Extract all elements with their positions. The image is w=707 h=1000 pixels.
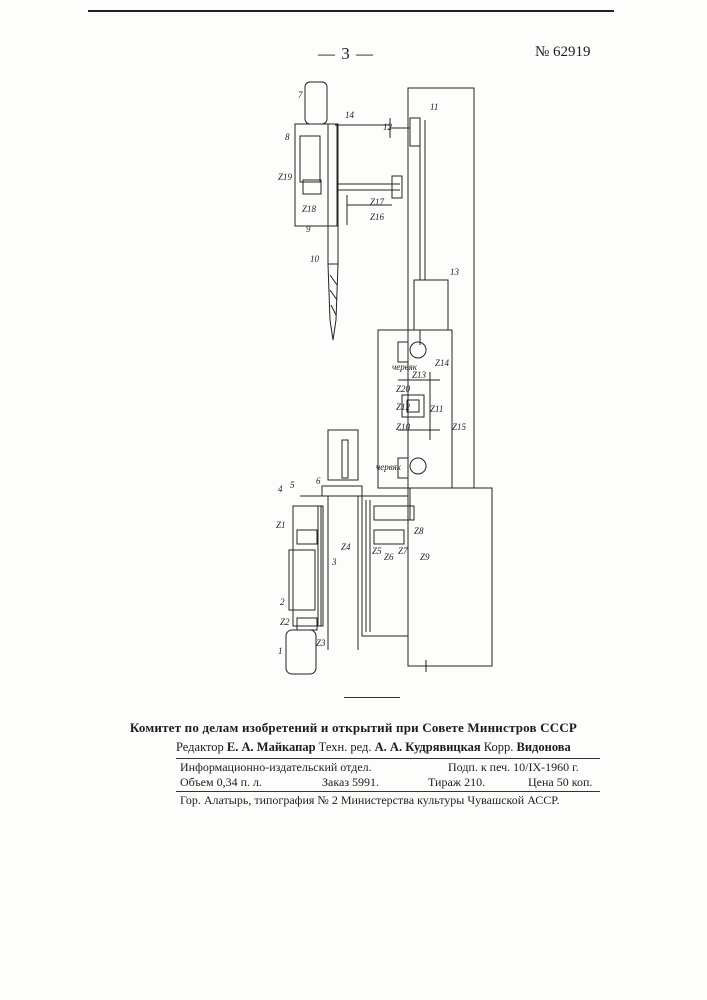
motor-7 (305, 82, 327, 124)
motor-1 (286, 630, 316, 674)
gear-z5-z6 (374, 530, 404, 544)
label-9: 9 (306, 224, 311, 234)
label-7: 7 (298, 90, 303, 100)
label-11: 11 (430, 102, 438, 112)
circulation: Тираж 210. (428, 775, 485, 790)
label-5: 5 (290, 480, 295, 490)
clamp-6 (322, 486, 362, 496)
price: Цена 50 коп. (528, 775, 592, 790)
label-z4: Z4 (341, 542, 351, 552)
label-z11: Z11 (430, 404, 443, 414)
label-z19: Z19 (278, 172, 293, 182)
label-4: 4 (278, 484, 283, 494)
editor-name: Е. А. Майкапар (227, 740, 316, 754)
label-z12: Z12 (396, 402, 411, 412)
printer-line: Гор. Алатырь, типография № 2 Министерств… (180, 793, 559, 808)
gear-z15-z16 (392, 176, 402, 198)
label-z20: Z20 (396, 384, 411, 394)
corrector-name: Видонова (517, 740, 571, 754)
workpiece-clamp (328, 430, 358, 480)
slot (342, 440, 348, 478)
gear-z3 (297, 618, 317, 630)
drill-flute (330, 290, 337, 300)
label-z15: Z15 (452, 422, 467, 432)
label-worm2: червяк (376, 462, 402, 472)
drill-flute (330, 275, 337, 285)
label-z7: Z7 (398, 546, 408, 556)
committee-line: Комитет по делам изобретений и открытий … (0, 720, 707, 736)
corrector-label: Корр. (484, 740, 514, 754)
label-z6: Z6 (384, 552, 394, 562)
publisher: Информационно-издательский отдел. (180, 760, 372, 775)
motor-8 (300, 136, 320, 182)
label-12: 12 (383, 122, 393, 132)
label-13: 13 (450, 267, 460, 277)
editor-label: Редактор (176, 740, 224, 754)
machine-bed-lower (408, 488, 492, 666)
nut-block (410, 118, 420, 146)
label-1: 1 (278, 646, 283, 656)
carriage (362, 496, 408, 636)
label-z1: Z1 (276, 520, 286, 530)
drill-flute (331, 305, 336, 315)
label-z13: Z13 (412, 370, 427, 380)
label-z10: Z10 (396, 422, 411, 432)
label-3: 3 (331, 557, 337, 567)
label-z18: Z18 (302, 204, 317, 214)
separator (344, 697, 400, 698)
worm-wheel-lower (410, 458, 426, 474)
worm-upper (398, 342, 408, 362)
label-6: 6 (316, 476, 321, 486)
label-z16: Z16 (370, 212, 385, 222)
label-14: 14 (345, 110, 355, 120)
tech-editor-name: А. А. Кудрявицкая (375, 740, 481, 754)
gear-z1 (297, 530, 317, 544)
technical-drawing: 7 8 14 12 11 Z19 Z18 Z17 Z16 9 10 13 чер… (0, 0, 707, 700)
tech-editor-label: Техн. ред. (319, 740, 372, 754)
label-z8: Z8 (414, 526, 424, 536)
signed-date: Подп. к печ. 10/IX-1960 г. (448, 760, 579, 775)
order: Заказ 5991. (322, 775, 379, 790)
worm-wheel-upper (410, 342, 426, 358)
rule-bottom (176, 791, 600, 792)
label-z17: Z17 (370, 197, 385, 207)
label-z2: Z2 (280, 617, 290, 627)
label-10: 10 (310, 254, 320, 264)
label-z9: Z9 (420, 552, 430, 562)
motor-13 (414, 280, 448, 330)
label-z14: Z14 (435, 358, 450, 368)
label-2: 2 (280, 597, 285, 607)
editors-line: Редактор Е. А. Майкапар Техн. ред. А. А.… (176, 740, 596, 755)
label-8: 8 (285, 132, 290, 142)
drill-10 (328, 264, 338, 340)
rule-top (176, 758, 600, 759)
label-z5: Z5 (372, 546, 382, 556)
label-z3: Z3 (316, 638, 326, 648)
volume: Объем 0,34 п. л. (180, 775, 262, 790)
